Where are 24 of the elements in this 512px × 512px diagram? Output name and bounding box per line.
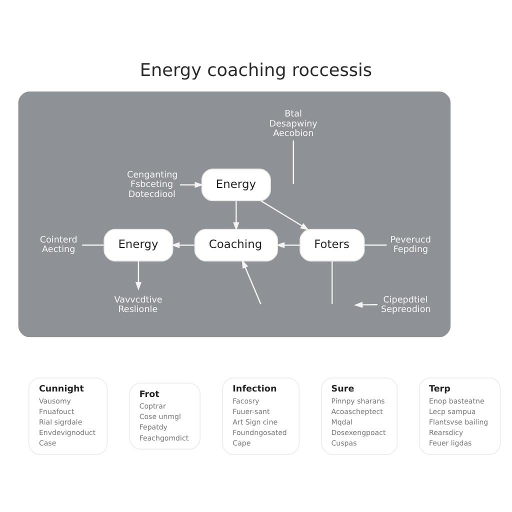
node-text: Cipepdtiel Sepreodion bbox=[381, 294, 431, 315]
arrow bbox=[180, 181, 204, 188]
node-text: Cointerd Aecting bbox=[40, 235, 78, 255]
node-text: Cenganting Fsbceting Dotecdiool bbox=[127, 170, 178, 200]
connector bbox=[82, 244, 104, 246]
connector bbox=[332, 260, 333, 304]
connector bbox=[292, 140, 294, 184]
node-box: Foters bbox=[300, 228, 365, 261]
node-text: Peverucd Fepding bbox=[390, 235, 431, 255]
arrow bbox=[233, 200, 240, 230]
diagram-title: Energy coaching roccessis bbox=[140, 60, 372, 81]
arrow bbox=[135, 260, 142, 290]
node-box: Energy bbox=[104, 228, 174, 261]
arrow bbox=[242, 259, 262, 304]
arrow bbox=[276, 242, 300, 248]
cluster bbox=[18, 91, 451, 337]
arrow bbox=[260, 200, 310, 230]
arrow bbox=[170, 242, 195, 248]
node-text: Btal Desapwiny Aecobion bbox=[269, 109, 318, 138]
arrow bbox=[354, 301, 378, 308]
node-box: Coaching bbox=[194, 228, 278, 261]
connector bbox=[364, 244, 387, 246]
node-box: Energy bbox=[201, 168, 271, 201]
node-text: Vavvcdtive Reslionle bbox=[114, 294, 162, 315]
